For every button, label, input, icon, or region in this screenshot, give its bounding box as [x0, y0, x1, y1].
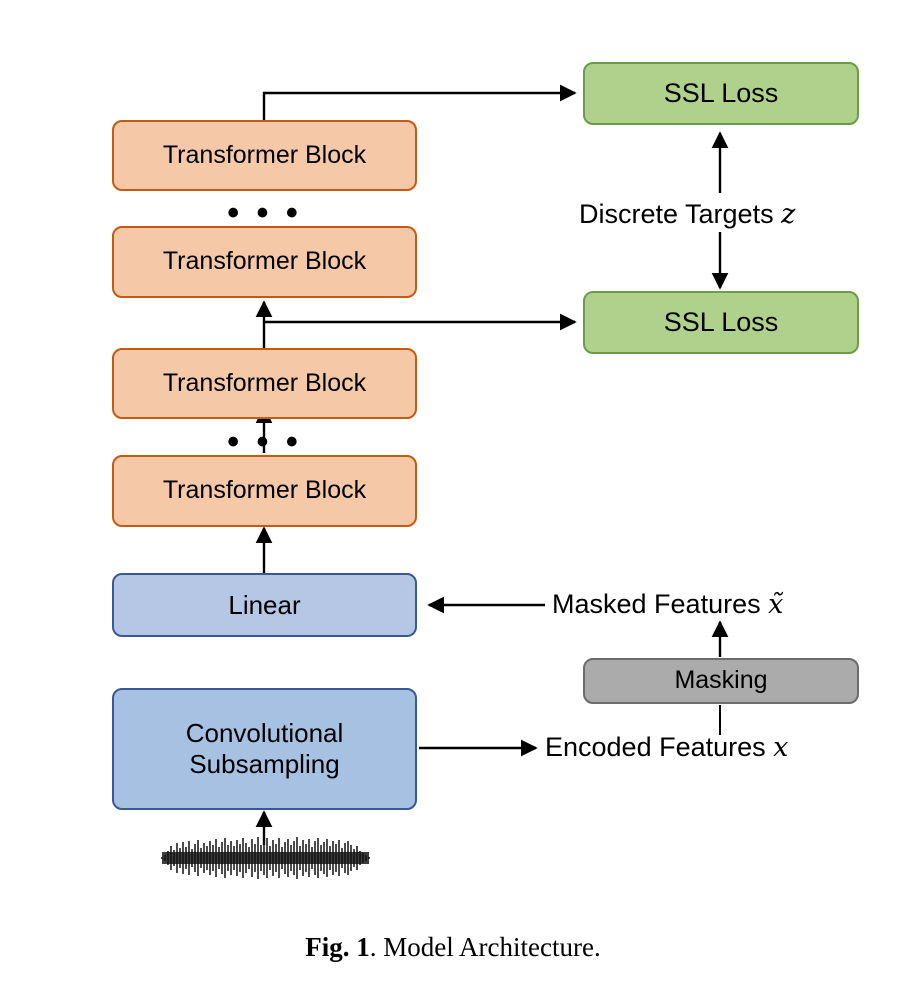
- convolutional-subsampling-label: Convolutional Subsampling: [185, 718, 344, 779]
- transformer-block-bottom-label: Transformer Block: [162, 476, 367, 505]
- linear-block[interactable]: Linear: [112, 573, 417, 637]
- ellipsis-lower: • • •: [112, 425, 417, 459]
- ssl-loss-bottom-label: SSL Loss: [663, 306, 779, 337]
- encoded-features-symbol: x: [773, 732, 789, 763]
- figure-caption-prefix: Fig. 1: [305, 932, 370, 962]
- masked-features-label: Masked Features x̃: [552, 589, 783, 620]
- masking-block[interactable]: Masking: [583, 658, 859, 704]
- transformer-block-top[interactable]: Transformer Block: [112, 120, 417, 191]
- encoded-features-label: Encoded Features x: [545, 732, 788, 763]
- discrete-targets-symbol: z: [781, 199, 796, 230]
- audio-waveform-icon: [161, 837, 370, 879]
- masking-block-label: Masking: [674, 666, 768, 695]
- transformer-block-bottom[interactable]: Transformer Block: [112, 455, 417, 527]
- convolutional-subsampling-block[interactable]: Convolutional Subsampling: [112, 688, 417, 810]
- transformer-block-top-label: Transformer Block: [162, 140, 367, 169]
- transformer-block-lower-mid-label: Transformer Block: [162, 368, 367, 397]
- transformer-block-lower-mid[interactable]: Transformer Block: [112, 348, 417, 419]
- ssl-loss-top-label: SSL Loss: [663, 77, 779, 108]
- transformer-block-upper-mid[interactable]: Transformer Block: [112, 226, 417, 298]
- ssl-loss-bottom[interactable]: SSL Loss: [583, 291, 859, 354]
- arrow-top-block-to-ssl-loss-top: [262, 84, 577, 120]
- ellipsis-upper-label: • • •: [227, 194, 302, 232]
- masked-features-text: Masked Features: [552, 589, 769, 619]
- ellipsis-upper: • • •: [112, 196, 417, 230]
- figure-caption: Fig. 1. Model Architecture.: [0, 932, 906, 963]
- masked-features-symbol: x̃: [768, 589, 784, 620]
- discrete-targets-text: Discrete Targets: [579, 199, 782, 229]
- figure-caption-text: . Model Architecture.: [369, 932, 601, 962]
- discrete-targets-label: Discrete Targets z: [579, 199, 795, 230]
- encoded-features-text: Encoded Features: [545, 732, 774, 762]
- transformer-block-upper-mid-label: Transformer Block: [162, 247, 367, 276]
- ellipsis-lower-label: • • •: [227, 423, 302, 461]
- ssl-loss-top[interactable]: SSL Loss: [583, 62, 859, 125]
- linear-block-label: Linear: [228, 589, 301, 620]
